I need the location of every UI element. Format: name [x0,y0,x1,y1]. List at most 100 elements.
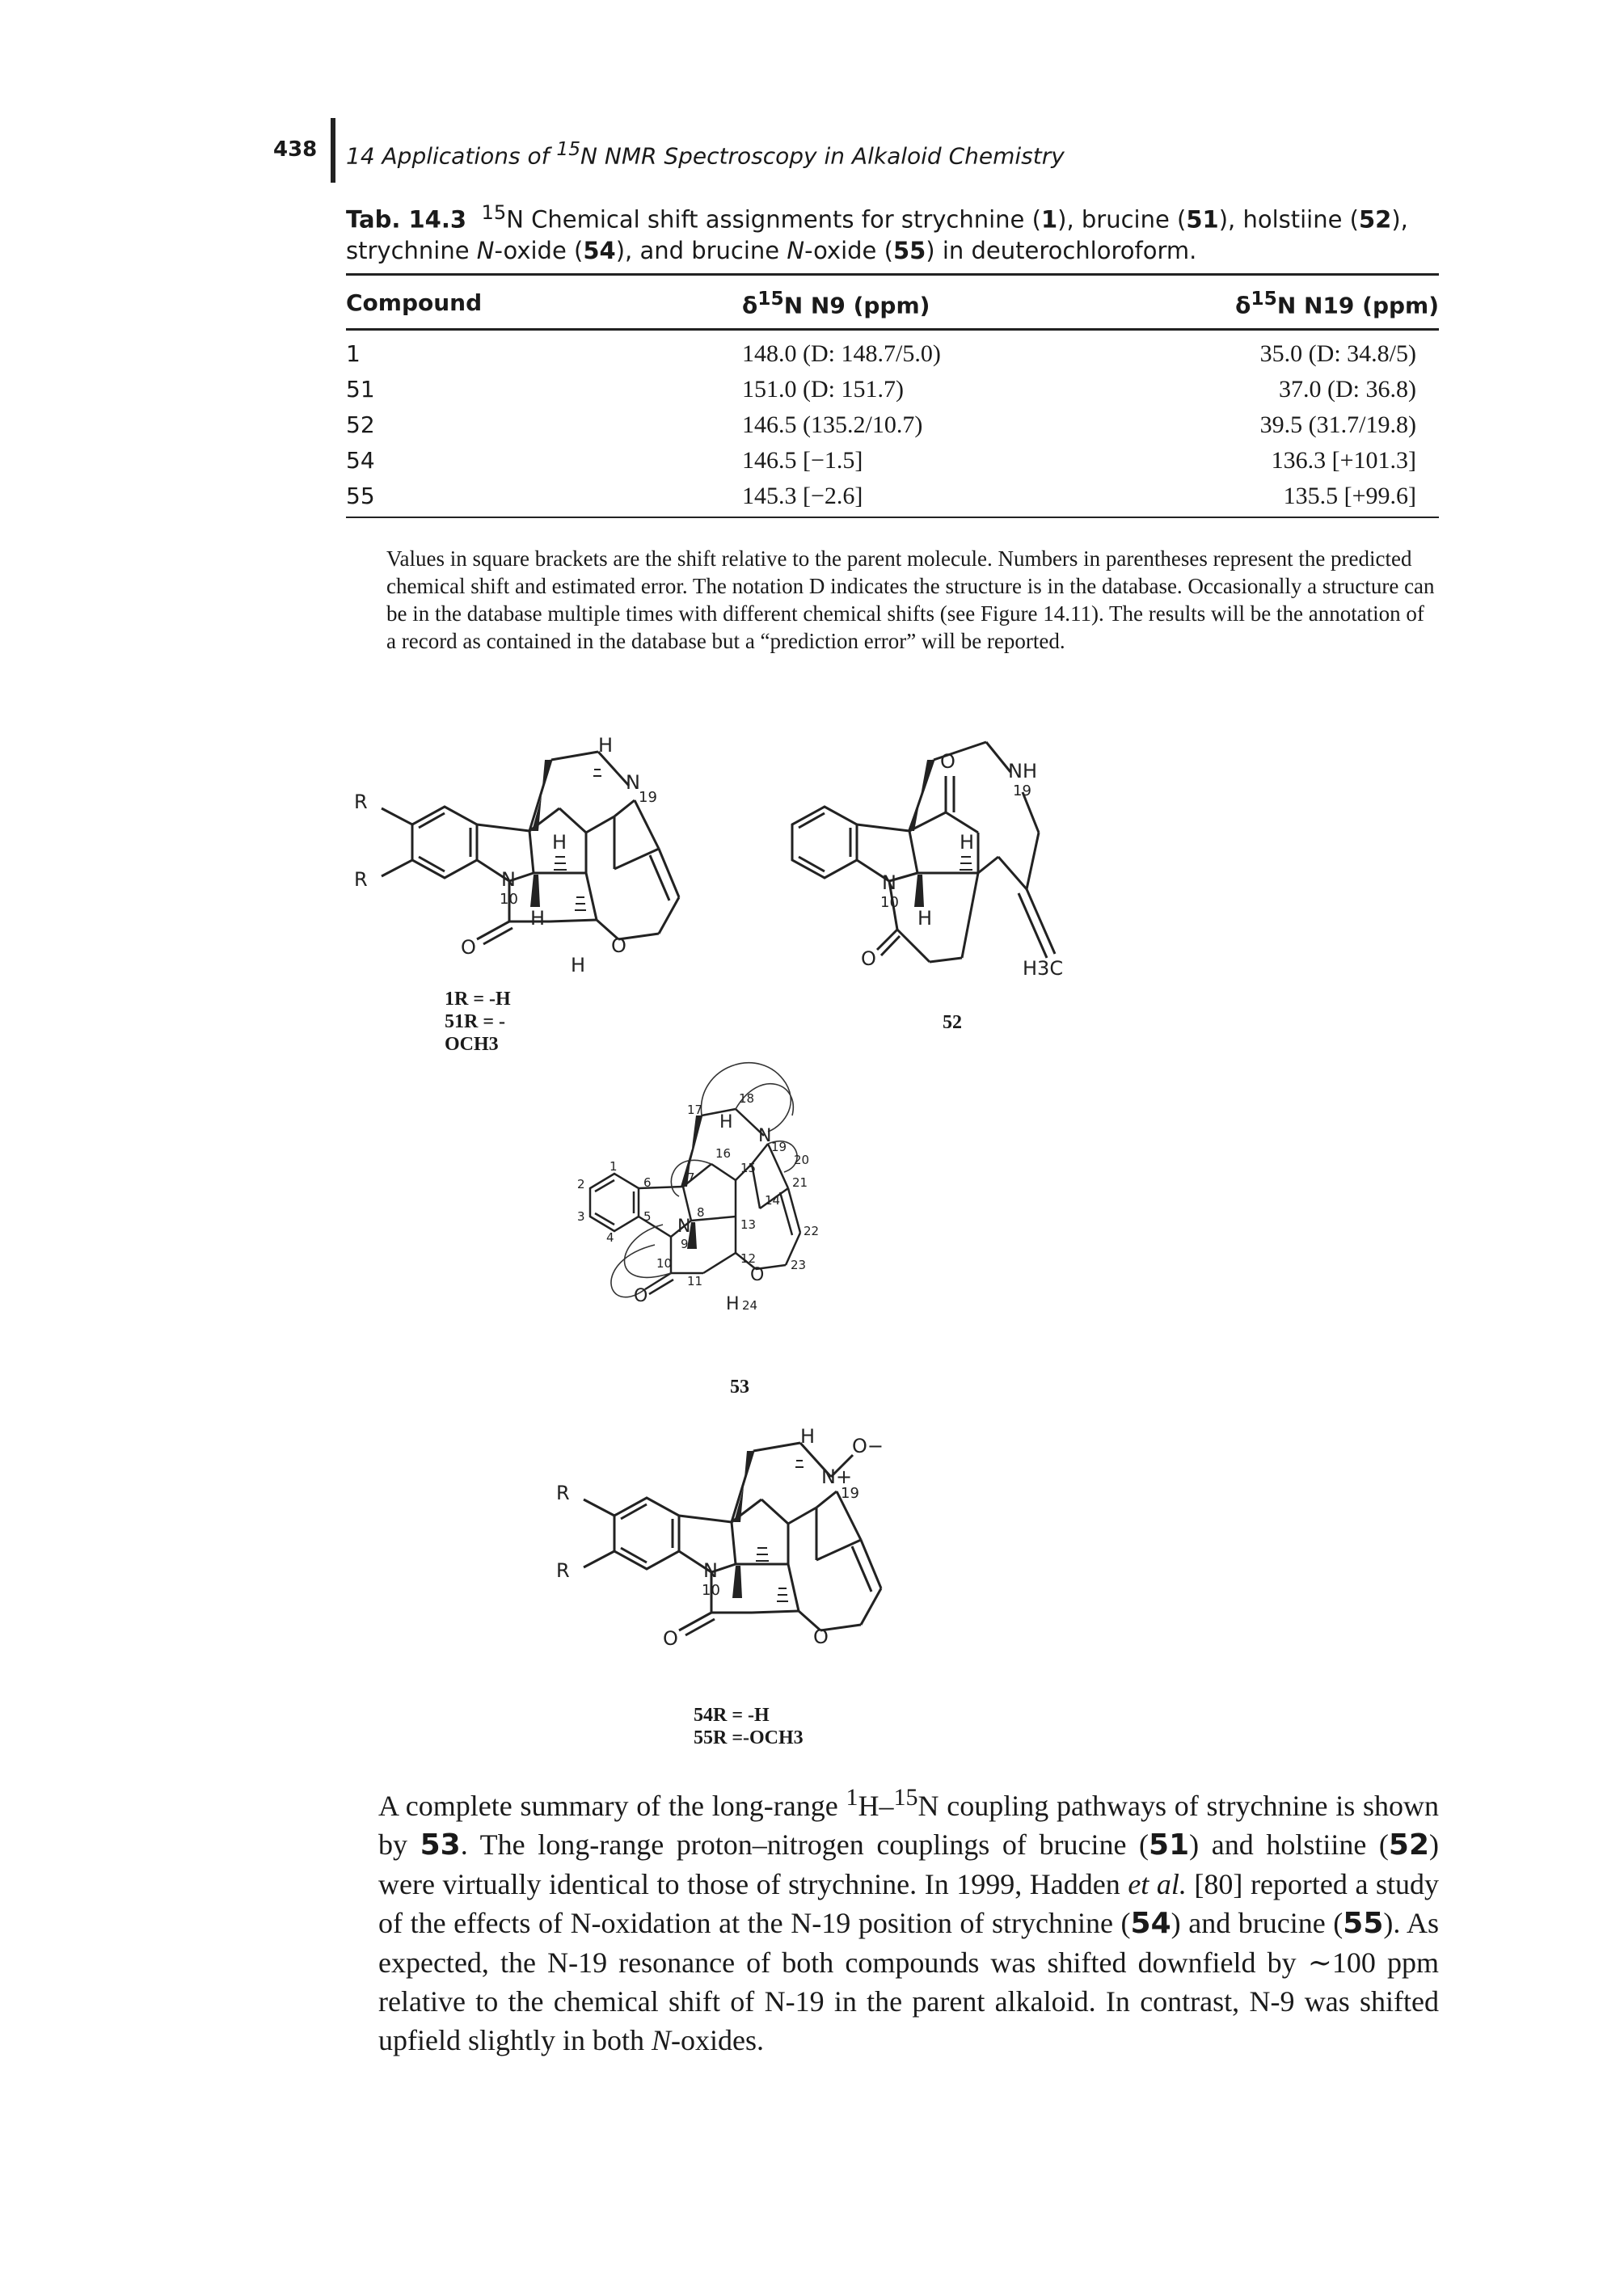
cell-n9: 148.0 (D: 148.7/5.0) [742,340,941,368]
cell-compound: 1 [346,340,361,368]
atom-number: 19 [771,1140,787,1154]
compound-ref: 51 [1149,1828,1190,1862]
atom-number: 5 [643,1209,652,1224]
atom-r: R [354,868,368,891]
wedge-bond [681,1115,702,1187]
atom-h3c: H3C [1023,957,1063,980]
cell-compound: 52 [346,411,375,439]
atom-h: H [960,831,974,854]
atom-h: H [800,1425,815,1448]
atom-o-minus: O− [852,1435,884,1457]
cell-compound: 55 [346,479,742,519]
body-text: [80] reported a study of the effects of … [378,1868,1440,1939]
atom-r: R [556,1482,570,1504]
atom-o: O [461,936,476,959]
cell-n9: 146.5 [−1.5] [742,447,863,474]
atom-h: H [530,907,545,930]
body-text: N coupling pathways of strychnine is sho… [378,1790,1439,1861]
body-text: ) and holstiine ( [1189,1828,1389,1861]
atom-n19: N [758,1126,771,1146]
compound-ref: 55 [1343,1907,1384,1940]
atom-h: H [552,831,567,854]
benzene-ring [791,805,858,879]
benzene-ring [613,1496,681,1571]
atom-h: H [917,907,932,930]
wedge-bond [734,1451,753,1522]
label-line: 55R =-OCH3 [694,1727,804,1748]
atom-n: N [882,871,896,894]
atom-h: H [726,1294,740,1314]
margin-rule [331,118,335,183]
wedge-bond [530,875,540,907]
atom-o: O [861,947,876,970]
body-paragraph: A complete summary of the long-range 1H–… [378,1778,1439,2060]
body-text: -oxides. [671,2024,764,2056]
atom-o: O [750,1265,764,1285]
atom-number: 3 [577,1209,585,1224]
atom-number: 15 [740,1161,756,1175]
atom-o: O [634,1286,647,1306]
table-row: 51 151.0 (D: 151.7) 37.0 (D: 36.8) [346,372,1439,407]
running-title-pre: 14 Applications of [346,142,557,170]
compound-ref: 54 [1130,1907,1171,1940]
body-text: ). As expected, the N-19 resonance of bo… [378,1907,1439,2056]
atom-h: H [719,1112,733,1132]
label-line: 54R = -H [694,1705,770,1726]
atom-number: 17 [687,1103,702,1117]
compound-ref: 54 [583,236,616,264]
wedge-bond [687,1222,697,1249]
compound-ref: 53 [420,1828,461,1862]
coupling-arrows [610,1062,798,1298]
header-compound: Compound [346,272,742,331]
table-row: 1 148.0 (D: 148.7/5.0) 35.0 (D: 34.8/5) [346,330,1439,373]
caption-text: N Chemical shift assignments for strychn… [506,205,1041,234]
atom-o: O [940,750,955,773]
compound-ref: 55 [892,236,926,264]
compound-ref: 52 [1358,205,1392,234]
compound-ref: 52 [1388,1828,1430,1862]
cell-n19: 136.3 [+101.3] [1271,447,1416,474]
caption-text: ), holstiine ( [1218,205,1359,234]
cell-n19: 37.0 (D: 36.8) [1279,376,1416,403]
atom-number: 9 [681,1237,689,1251]
atom-o: O [611,934,626,957]
atom-number: 8 [697,1205,705,1220]
atom-n: N [703,1559,718,1582]
atom-n9: N [677,1217,690,1237]
wedge-bond [908,760,934,831]
body-text: ) were virtually identical to those of s… [378,1828,1440,1900]
atom-number: 24 [742,1298,757,1313]
hash-bonds [960,856,972,871]
atom-nh: NH [1008,760,1037,782]
running-header: 14 Applications of 15N NMR Spectroscopy … [346,137,1065,169]
atom-number: 16 [715,1146,731,1161]
table-row: 55 145.3 [−2.6] 135.5 [+99.6] [346,479,1439,519]
delta: δ [1235,292,1251,319]
figure-label-53: 53 [730,1377,749,1398]
delta: δ [742,292,758,319]
cell-compound: 54 [346,447,375,474]
table-row: 54 146.5 [−1.5] 136.3 [+101.3] [346,443,1439,479]
atom-number: 10 [702,1582,720,1599]
hash-bonds [756,1460,804,1602]
figure-label-52: 52 [943,1012,962,1033]
atom-number: 19 [1013,782,1031,799]
structure-holstiine: O NH 19 H N 10 H O H3C [791,740,1063,980]
sup: 15 [757,287,784,310]
cell-n19: 135.5 [+99.6] [1219,479,1439,519]
hash-bonds [554,769,601,911]
benzene-ring [588,1172,640,1233]
cell-n9: 146.5 (135.2/10.7) [742,411,923,439]
body-text: A complete summary of the long-range [378,1790,846,1822]
atom-h: H [571,954,585,976]
atom-number: 10 [880,894,899,911]
caption-text: ), [1391,205,1408,234]
caption-text: -oxide ( [804,236,893,264]
caption-sup: 15 [481,201,507,224]
compound-ref: 51 [1186,205,1219,234]
atom-numbering: 1 2 3 4 5 6 7 8 9 10 11 12 13 14 15 16 1… [577,1091,819,1313]
cell-compound: 51 [346,376,375,403]
atom-number: 19 [841,1485,859,1502]
